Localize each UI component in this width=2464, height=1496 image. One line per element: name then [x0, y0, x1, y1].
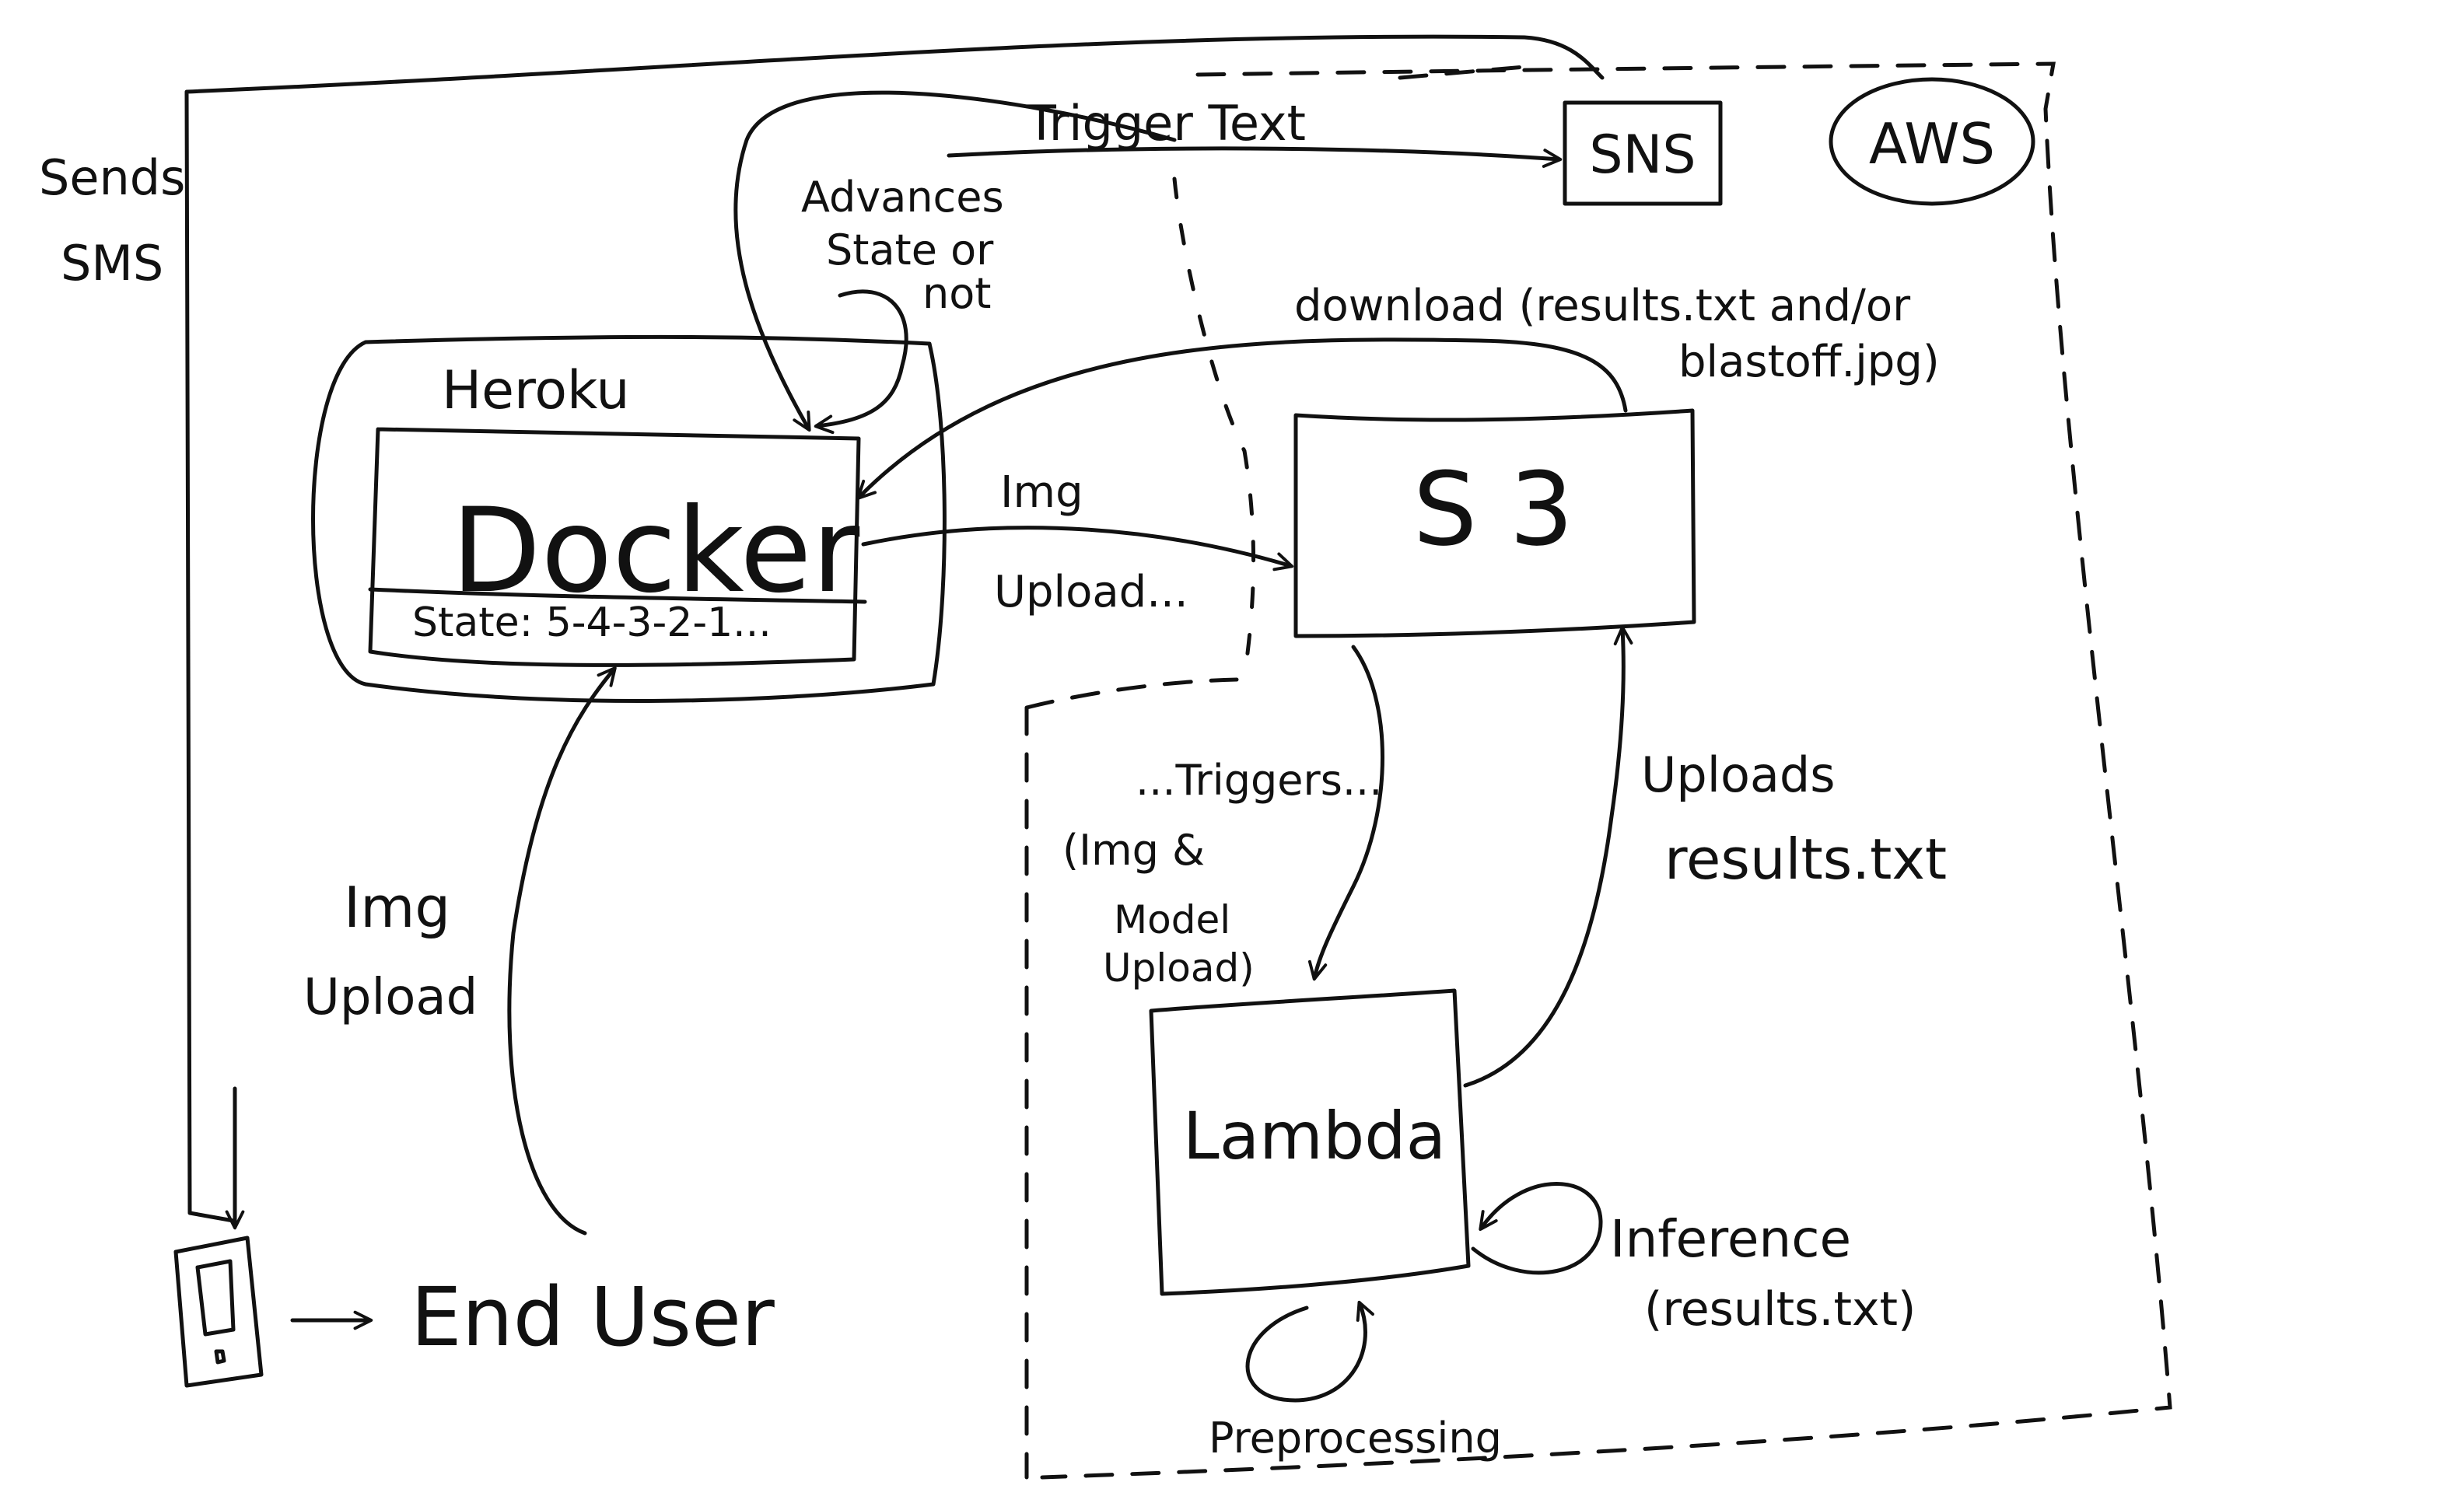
lambda-to-s3-upload-arrow	[1463, 625, 1633, 1088]
docker-box	[368, 427, 861, 667]
inference-results-label: (results.txt)	[1644, 1282, 1916, 1337]
advances-label: Advances	[801, 173, 1004, 222]
triggers-model-label: Model	[1114, 897, 1230, 942]
trigger-text-label: Trigger Text	[1026, 95, 1306, 152]
not-label: not	[922, 269, 991, 318]
aws-ellipse	[1829, 77, 2035, 206]
preprocessing-loop	[1245, 1300, 1374, 1403]
state-or-label: State or	[826, 225, 994, 274]
sns-heroku-curve	[733, 90, 1177, 432]
aws-label: AWS	[1869, 111, 1995, 177]
trigger-text-arrow	[947, 146, 1563, 168]
lambda-label: Lambda	[1183, 1098, 1446, 1174]
inference-loop	[1471, 1182, 1603, 1275]
lambda-boundary	[1024, 677, 1239, 1480]
sns-label: SNS	[1589, 124, 1696, 186]
s3-label: S 3	[1413, 450, 1574, 568]
heroku-container	[311, 334, 947, 703]
blastoff-label: blastoff.jpg)	[1678, 337, 1940, 387]
heroku-label: Heroku	[442, 360, 629, 421]
triggers-img-label: (Img &	[1062, 826, 1205, 875]
docker-state-divider	[368, 587, 867, 604]
aws-boundary	[1040, 61, 2172, 1480]
user-img-label: Img	[344, 875, 450, 940]
end-user-label: End User	[411, 1270, 775, 1365]
state-label: State: 5-4-3-2-1...	[412, 599, 772, 646]
sends-label: Sends	[39, 149, 185, 206]
s3-to-docker-download-arrow	[856, 337, 1628, 500]
inference-label: Inference	[1610, 1209, 1851, 1269]
app-boundary	[184, 34, 1605, 1223]
preprocessing-label: Preprocessing	[1209, 1414, 1502, 1463]
docker-label: Docker	[451, 484, 860, 619]
sms-label: SMS	[61, 235, 163, 292]
advances-state-loop	[814, 289, 908, 435]
lambda-box	[1149, 988, 1471, 1296]
img-upload-dots-label: Upload...	[994, 567, 1188, 617]
user-upload-label: Upload	[303, 969, 478, 1026]
triggers-label: ...Triggers...	[1136, 756, 1382, 805]
docker-to-s3-arrow	[861, 526, 1294, 571]
triggers-upload-label: Upload)	[1103, 945, 1255, 991]
img-upload-img-label: Img	[1000, 467, 1083, 518]
phone-icon	[173, 1236, 264, 1388]
s3-to-lambda-trigger-arrow	[1307, 645, 1384, 981]
uploads-label: Uploads	[1641, 746, 1836, 803]
s3-box	[1293, 408, 1696, 638]
sns-top-dash	[1398, 65, 1527, 80]
aws-inner-divider	[1172, 177, 1256, 679]
sns-box	[1563, 100, 1723, 206]
results-label: results.txt	[1664, 827, 1947, 892]
download-label: download (results.txt and/or	[1294, 281, 1911, 331]
user-to-docker-upload-arrow	[507, 666, 617, 1236]
